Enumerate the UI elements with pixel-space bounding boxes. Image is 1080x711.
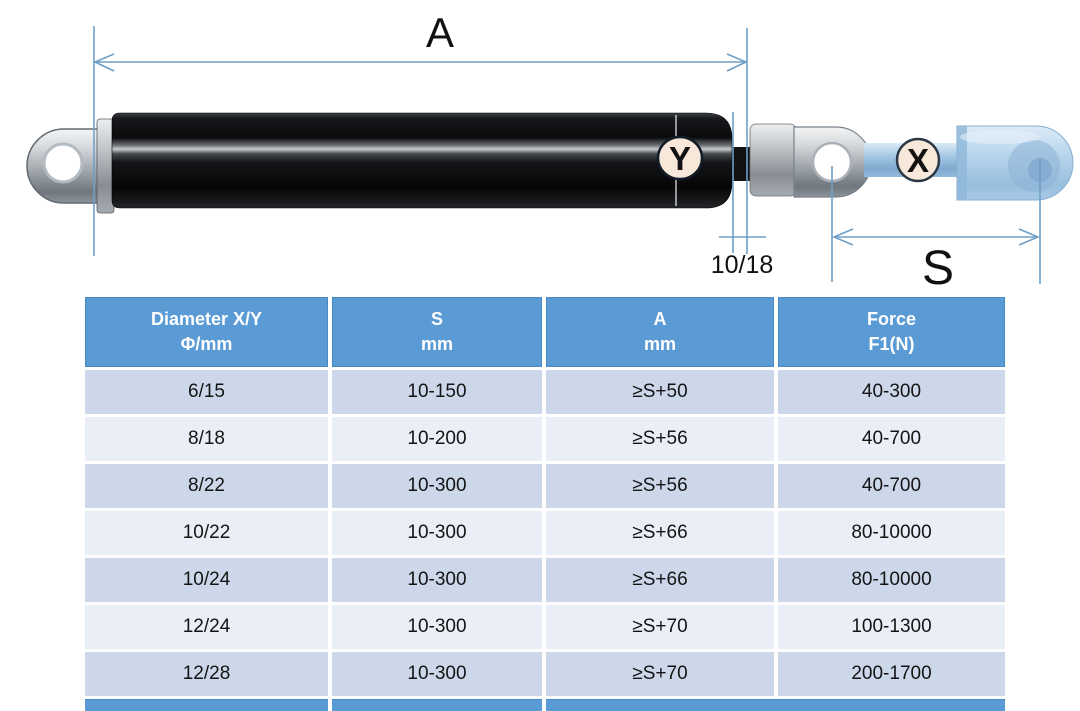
- table-cell: 40-300: [778, 370, 1005, 414]
- column-header-line1: Force: [866, 309, 917, 329]
- y-badge: [656, 135, 704, 181]
- gas-spring-diagram: A 10/18 S Y X: [26, 9, 1074, 294]
- table-cell: 12/28: [85, 652, 328, 696]
- table-cell: 40-700: [778, 464, 1005, 508]
- table-cell: ≥S+70: [546, 652, 774, 696]
- table-cell: 8/18: [85, 417, 328, 461]
- column-header-line2: Φ/mm: [180, 334, 233, 354]
- ball-socket-highlight: [960, 130, 1040, 144]
- spec-table: Diameter X/Y Φ/mm S mm A mm Force F1(N) …: [85, 297, 1005, 711]
- table-cell: 12/24: [85, 605, 328, 649]
- column-header-line1: S: [430, 309, 443, 329]
- dim-a-arrow-right: [726, 53, 748, 72]
- column-header-force: Force F1(N): [778, 297, 1005, 367]
- table-cell: 10-200: [332, 417, 542, 461]
- dim-s-arrow-right: [1018, 228, 1041, 246]
- dim-a-arrow-left: [93, 53, 115, 72]
- cylinder-body: [111, 112, 733, 209]
- column-header-line1: Diameter X/Y: [150, 309, 263, 329]
- table-cell: 10-300: [332, 558, 542, 602]
- table-cell: 80-10000: [778, 511, 1005, 555]
- table-cell: 10-300: [332, 652, 542, 696]
- column-header-length: A mm: [546, 297, 774, 367]
- table-cell: 8/22: [85, 464, 328, 508]
- table-cell: 10-300: [332, 605, 542, 649]
- table-cell: 10-150: [332, 370, 542, 414]
- dim-stroke-label: 10/18: [711, 251, 774, 279]
- dim-a-label: A: [426, 9, 454, 56]
- column-header-line2: F1(N): [868, 334, 915, 354]
- table-cell: ≥S+56: [546, 464, 774, 508]
- column-header-stroke: S mm: [332, 297, 542, 367]
- table-cell: ≥S+66: [546, 511, 774, 555]
- rod-end-collar: [749, 123, 797, 197]
- dim-s-label: S: [922, 242, 954, 294]
- column-header-line2: mm: [420, 334, 453, 354]
- table-cell: ≥S+66: [546, 558, 774, 602]
- column-header-line2: mm: [643, 334, 676, 354]
- column-header-line1: A: [653, 309, 667, 329]
- table-cell: ≥S+56: [546, 417, 774, 461]
- ball-socket-edge: [957, 126, 967, 200]
- next-header-band: [332, 699, 542, 711]
- next-header-band: [85, 699, 328, 711]
- table-cell: ≥S+70: [546, 605, 774, 649]
- left-eyelet-hole: [42, 142, 84, 184]
- table-cell: 10/24: [85, 558, 328, 602]
- table-cell: 10-300: [332, 464, 542, 508]
- table-cell: 10/22: [85, 511, 328, 555]
- y-badge-label: Y: [669, 140, 691, 177]
- dim-s-arrow-left: [831, 228, 854, 246]
- cylinder-collar: [96, 118, 115, 214]
- table-cell: 200-1700: [778, 652, 1005, 696]
- dimension-annotations: A 10/18 S Y X: [93, 9, 1041, 294]
- table-cell: 80-10000: [778, 558, 1005, 602]
- table-cell: 10-300: [332, 511, 542, 555]
- table-cell: 100-1300: [778, 605, 1005, 649]
- table-cell: ≥S+50: [546, 370, 774, 414]
- x-badge: [895, 137, 941, 183]
- next-header-band: [546, 699, 1005, 711]
- table-cell: 6/15: [85, 370, 328, 414]
- piston-rod: [732, 147, 752, 181]
- column-header-diameter: Diameter X/Y Φ/mm: [85, 297, 328, 367]
- x-badge-label: X: [907, 142, 929, 179]
- table-cell: 40-700: [778, 417, 1005, 461]
